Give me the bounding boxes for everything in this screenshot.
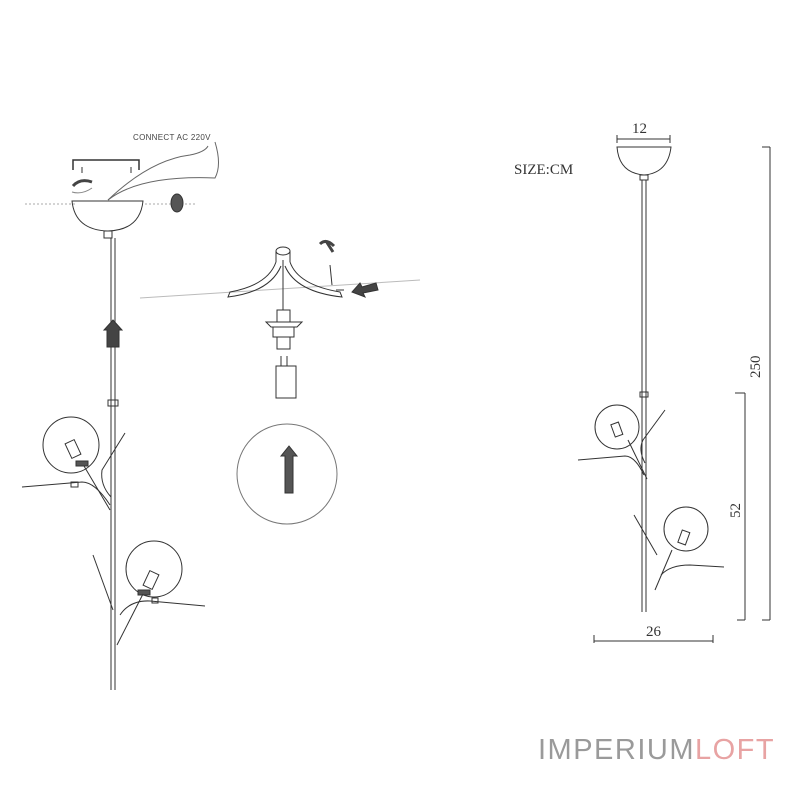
bulb-socket-detail [139,246,421,399]
left-arrow-icon [351,282,379,298]
up-arrow-icon [279,445,299,494]
globe-shade [42,416,100,474]
dimension-drawing [577,135,771,643]
rotate-arrow-icon [71,179,93,194]
detail-circle [236,423,338,525]
unit-label: SIZE:CM [514,162,574,178]
up-arrow-icon [102,319,124,348]
screw-icon [170,193,184,213]
ceiling-mount-assembly [25,141,219,239]
globe-shade [125,540,183,598]
fixture-height-label: 52 [728,503,744,518]
wiring-label: CONNECT AC 220V [133,133,211,142]
brand-logo: IMPERIUMLOFT [538,734,775,767]
total-height-label: 250 [748,355,764,379]
fixture-width-label: 26 [646,624,661,640]
canopy-width-label: 12 [632,121,647,137]
brand-part2: LOFT [695,734,776,766]
brand-part1: IMPERIUM [538,734,695,766]
rotate-arrow-icon [318,239,336,253]
